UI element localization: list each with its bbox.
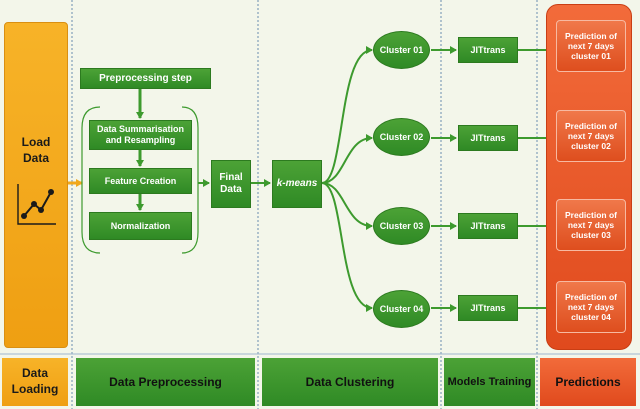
line-chart-icon bbox=[17, 184, 56, 225]
cluster-3-node: Cluster 03 bbox=[373, 207, 430, 245]
cluster-4-node: Cluster 04 bbox=[373, 290, 430, 328]
preprocessing-bracket bbox=[81, 106, 199, 254]
cluster-1-node: Cluster 01 bbox=[373, 31, 430, 69]
arrow-kmeans-to-cluster-1 bbox=[321, 46, 373, 184]
preprocessing-step-box: Preprocessing step bbox=[80, 68, 211, 89]
stage-data-preprocessing: Data Preprocessing bbox=[76, 358, 255, 406]
data-summarisation-box: Data Summarisation and Resampling bbox=[89, 120, 192, 150]
prediction-cluster-1: Prediction of next 7 days cluster 01 bbox=[556, 20, 626, 72]
prediction-cluster-4: Prediction of next 7 days cluster 04 bbox=[556, 281, 626, 333]
arrow-kmeans-to-cluster-2 bbox=[321, 134, 373, 184]
stage-data-loading: Data Loading bbox=[2, 358, 68, 406]
arrow-kmeans-to-cluster-4 bbox=[321, 182, 373, 312]
prediction-cluster-3: Prediction of next 7 days cluster 03 bbox=[556, 199, 626, 251]
jittrans-model-4: JITtrans bbox=[458, 295, 518, 321]
final-data-box: Final Data bbox=[211, 160, 251, 208]
cluster-2-node: Cluster 02 bbox=[373, 118, 430, 156]
kmeans-box: k-means bbox=[272, 160, 322, 208]
jittrans-model-2: JITtrans bbox=[458, 125, 518, 151]
jittrans-model-3: JITtrans bbox=[458, 213, 518, 239]
stage-predictions: Predictions bbox=[540, 358, 636, 406]
load-data-title: Load Data bbox=[21, 135, 51, 165]
stage-data-clustering: Data Clustering bbox=[262, 358, 438, 406]
feature-creation-box: Feature Creation bbox=[89, 168, 192, 194]
load-data-panel: Load Data bbox=[4, 22, 68, 348]
arrow-kmeans-to-cluster-3 bbox=[321, 182, 373, 230]
stage-models-training: Models Training bbox=[444, 358, 535, 406]
jittrans-model-1: JITtrans bbox=[458, 37, 518, 63]
prediction-cluster-2: Prediction of next 7 days cluster 02 bbox=[556, 110, 626, 162]
normalization-box: Normalization bbox=[89, 212, 192, 240]
